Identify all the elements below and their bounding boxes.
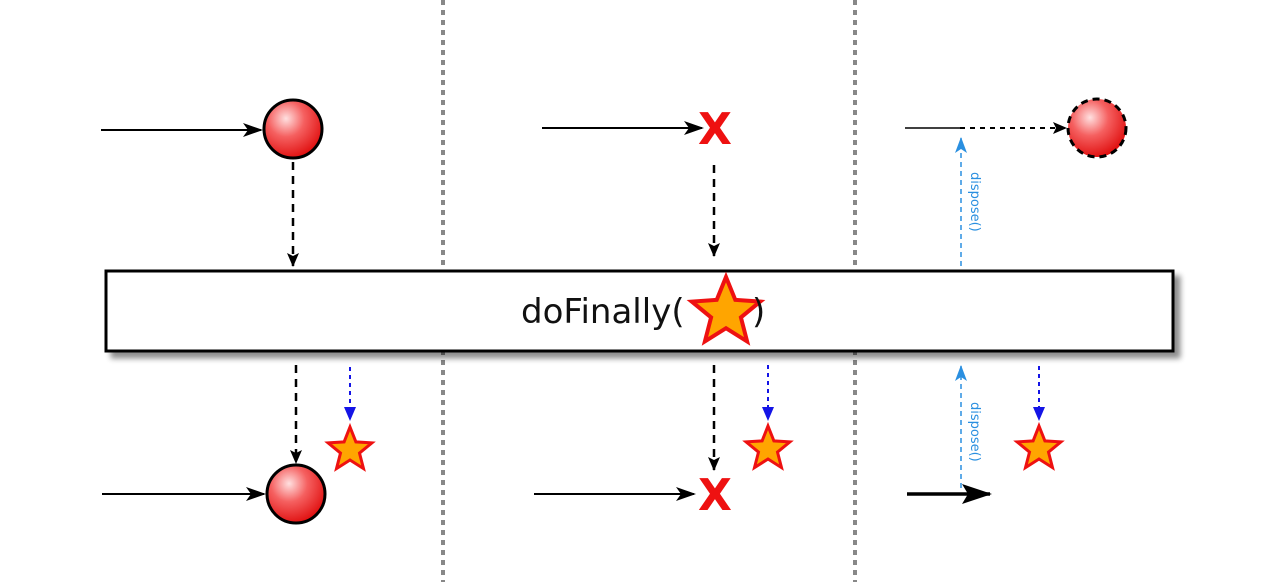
error-x: X xyxy=(698,470,732,521)
dispose-label: dispose() xyxy=(967,172,982,232)
star-icon xyxy=(1013,421,1065,471)
lane-dispose: dispose() dispose() xyxy=(905,97,1128,504)
close-paren: ) xyxy=(752,292,765,332)
star-icon xyxy=(686,271,766,346)
emission-marble xyxy=(262,98,324,160)
star-icon xyxy=(742,421,794,471)
lane-complete xyxy=(101,98,376,525)
star-icon xyxy=(324,422,376,472)
cancelled-marble xyxy=(1066,97,1128,159)
svg-text:doFinally(: doFinally( xyxy=(521,292,685,332)
dispose-label: dispose() xyxy=(967,402,982,462)
operator-box: doFinally( ) xyxy=(104,269,1175,353)
emission-marble xyxy=(265,463,327,525)
operator-name: doFinally xyxy=(521,292,671,332)
open-paren: ( xyxy=(671,292,684,332)
lane-error: X X xyxy=(534,104,794,521)
error-x: X xyxy=(698,104,732,155)
